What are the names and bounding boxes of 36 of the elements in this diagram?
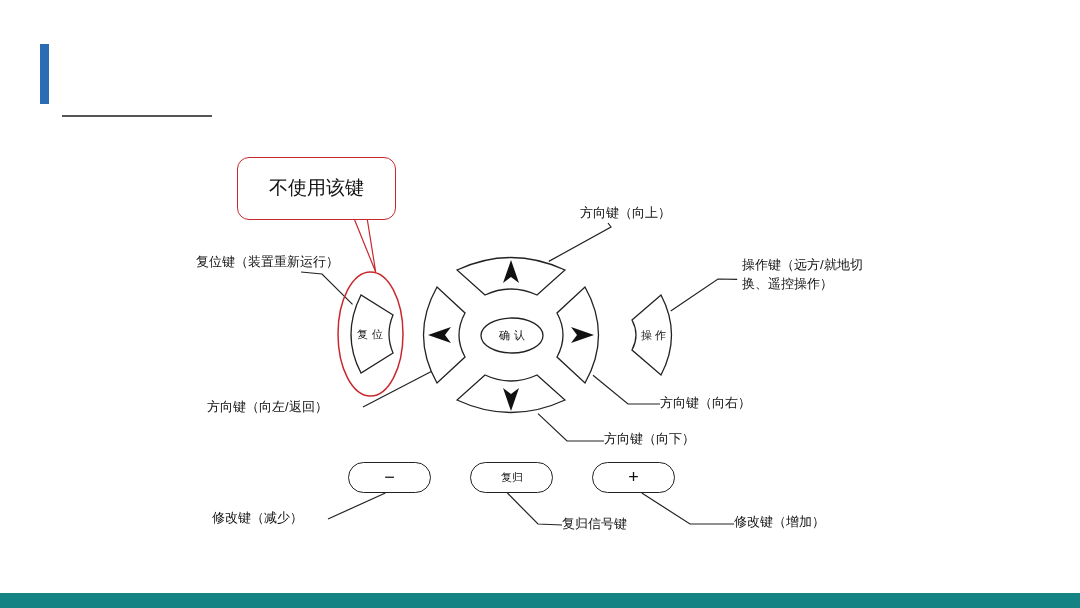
leader-line bbox=[641, 492, 735, 525]
right-arrow-key bbox=[557, 287, 602, 383]
key-label: 复位键（装置重新运行） bbox=[196, 252, 336, 272]
key-text: 复归 bbox=[500, 470, 523, 486]
key-label: 复归信号键 bbox=[562, 514, 652, 534]
confirm-key bbox=[481, 318, 543, 353]
key-label: 方向键（向左/返回） bbox=[207, 397, 363, 417]
key-text: 确 认 bbox=[499, 328, 525, 344]
key-label: 修改键（增加） bbox=[734, 512, 848, 532]
leader-line bbox=[362, 370, 432, 408]
key-text: + bbox=[628, 466, 639, 489]
leader-line bbox=[537, 413, 605, 442]
key-label: 方向键（向上） bbox=[580, 203, 692, 223]
leader-line bbox=[327, 492, 386, 520]
key-text: 复 位 bbox=[357, 326, 383, 342]
keypad-button bbox=[348, 462, 431, 493]
reset-key bbox=[347, 295, 393, 373]
leader-line bbox=[592, 374, 661, 405]
key-label: 方向键（向下） bbox=[604, 429, 718, 449]
key-label: 方向键（向右） bbox=[660, 393, 774, 413]
callout-box bbox=[237, 157, 396, 220]
keypad-button bbox=[470, 462, 553, 493]
leader-line bbox=[670, 278, 738, 312]
left-arrow-key bbox=[420, 287, 465, 383]
highlight-ellipse bbox=[338, 272, 403, 396]
key-text: − bbox=[384, 466, 395, 489]
operate-key bbox=[632, 295, 675, 375]
key-text: 不使用该键 bbox=[269, 176, 364, 201]
callout-pointer bbox=[354, 219, 377, 273]
key-label: 操作键（远方/就地切换、遥控操作） bbox=[742, 252, 863, 296]
keypad-button bbox=[592, 462, 675, 493]
key-label: 修改键（减少） bbox=[212, 508, 328, 528]
leader-line bbox=[548, 222, 612, 262]
key-text: 操 作 bbox=[640, 327, 667, 343]
leader-line bbox=[300, 271, 354, 305]
leader-line bbox=[506, 492, 563, 526]
